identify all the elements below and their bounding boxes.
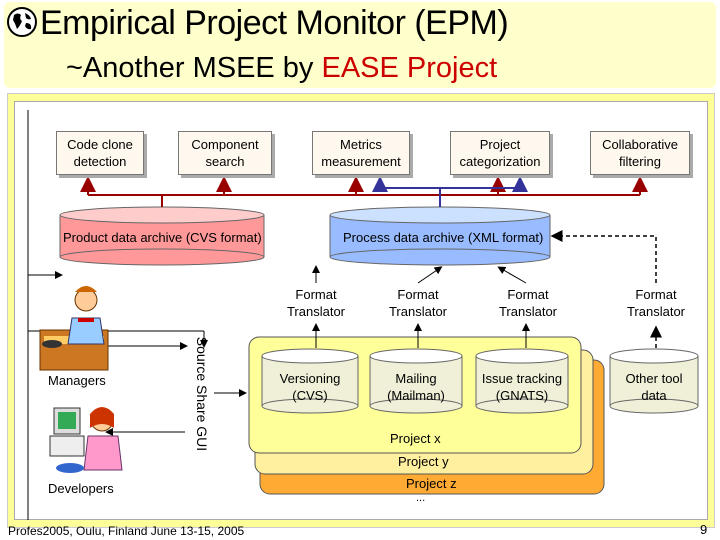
process-arrows bbox=[372, 176, 528, 207]
process-archive-label: Process data archive (XML format) bbox=[343, 230, 544, 245]
collaborative-filtering-label: Collaborative filtering bbox=[602, 137, 678, 169]
more-projects-ellipsis: ... bbox=[416, 492, 426, 504]
collaborative-filtering-box: Collaborative filtering bbox=[590, 131, 690, 175]
developer-person-icon bbox=[49, 407, 123, 473]
source-share-gui-label: Source Share GUI bbox=[194, 336, 210, 452]
title-bar bbox=[4, 2, 716, 88]
component-search-box: Component search bbox=[178, 131, 272, 175]
product-archive-cylinder bbox=[59, 206, 265, 266]
page-number: 9 bbox=[700, 522, 708, 537]
format-translator-4: Format Translator bbox=[626, 287, 686, 319]
metrics-measurement-box: Metrics measurement bbox=[312, 131, 410, 175]
component-search-label: Component search bbox=[191, 137, 259, 169]
slide-footer: Profes2005, Oulu, Finland June 13-15, 20… bbox=[8, 524, 245, 538]
product-archive-label: Product data archive (CVS format) bbox=[63, 230, 262, 245]
managers-label: Managers bbox=[48, 373, 106, 388]
format-translator-1: Format Translator bbox=[286, 287, 346, 319]
source-cylinders bbox=[261, 348, 699, 414]
project-categorization-label: Project categorization bbox=[459, 137, 541, 169]
dashed-arrows bbox=[550, 230, 662, 348]
mailing-source: Mailing (Mailman) bbox=[387, 371, 445, 403]
product-arrows bbox=[80, 176, 648, 207]
subtitle-prefix: ~Another MSEE by bbox=[66, 52, 322, 84]
format-translator-3: Format Translator bbox=[498, 287, 558, 319]
metrics-measurement-label: Metrics measurement bbox=[321, 137, 401, 169]
code-clone-detection-box: Code clone detection bbox=[56, 131, 144, 175]
other-tool-data-source: Other tool data bbox=[625, 371, 683, 403]
project-z-label: Project z bbox=[406, 476, 457, 491]
subtitle-accent: EASE Project bbox=[321, 52, 498, 84]
project-y-label: Project y bbox=[398, 454, 449, 469]
project-categorization-box: Project categorization bbox=[450, 131, 550, 175]
manager-person-icon bbox=[39, 286, 109, 371]
code-clone-detection-label: Code clone detection bbox=[67, 137, 133, 169]
developers-label: Developers bbox=[48, 481, 114, 496]
source-share-gui: Source Share GUI bbox=[191, 330, 213, 460]
versioning-source: Versioning (CVS) bbox=[279, 371, 341, 403]
translator-arrows bbox=[312, 265, 530, 348]
project-x-label: Project x bbox=[390, 431, 441, 446]
process-archive-cylinder bbox=[329, 206, 551, 266]
slide-subtitle: ~Another MSEE by EASE Project bbox=[66, 52, 497, 85]
globe-icon bbox=[7, 7, 37, 37]
format-translator-2: Format Translator bbox=[388, 287, 448, 319]
slide-title: Empirical Project Monitor (EPM) bbox=[40, 4, 509, 42]
issue-tracking-source: Issue tracking (GNATS) bbox=[481, 371, 563, 403]
